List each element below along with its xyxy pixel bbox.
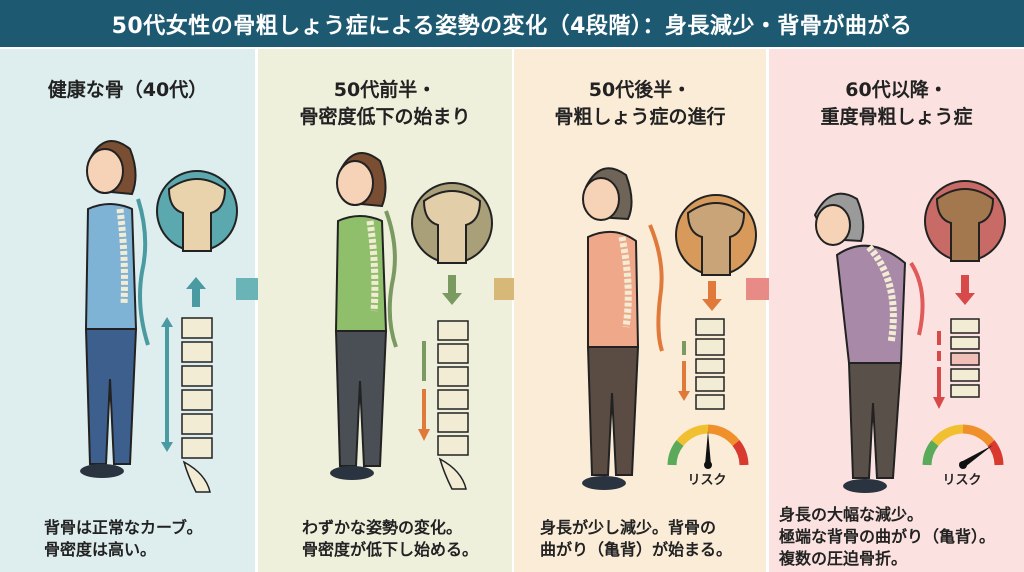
- risk-gauge-icon: [667, 424, 749, 469]
- arrow-down-icon: [702, 281, 722, 311]
- stage-description: 身長の大幅な減少。極端な背骨の曲がり（亀背）。複数の圧迫骨折。: [779, 505, 996, 568]
- bone-cross-section-icon: [156, 170, 238, 252]
- height-decrease-arrow-icon: [933, 331, 945, 409]
- spine-curve-icon: [909, 261, 925, 336]
- stage-title: 60代以降・重度骨粗しょう症: [820, 79, 973, 128]
- page-title: 50代女性の骨粗しょう症による姿勢の変化（4段階）：身長減少・背骨が曲がる: [0, 0, 1024, 47]
- bone-cross-section-icon: [411, 182, 493, 264]
- bone-cross-section-icon: [675, 194, 757, 276]
- arrow-down-icon: [955, 275, 975, 305]
- woman-figure-icon: [80, 140, 138, 478]
- bone-cross-section-icon: [924, 180, 1006, 262]
- woman-figure-icon: [582, 167, 640, 490]
- spine-curve-icon: [136, 198, 150, 346]
- spine-curve-icon: [384, 210, 398, 348]
- risk-gauge-icon: [922, 424, 1004, 469]
- height-decrease-arrow-icon: [418, 341, 430, 441]
- woman-figure-icon: [330, 152, 388, 480]
- stage-panel-1: 健康な骨（40代） 背骨は正常なカーブ。骨密度は高い。: [0, 49, 255, 572]
- spine-curve-icon: [648, 224, 664, 352]
- stage-panel-2: 50代前半・骨密度低下の始まり わずかな姿勢の変化。骨密度が低下し始める。: [258, 49, 512, 572]
- risk-label: リスク: [942, 473, 982, 488]
- woman-figure-icon: [813, 192, 907, 493]
- stage-title: 50代前半・骨密度低下の始まり: [299, 79, 471, 128]
- spine-vertebrae-icon: [695, 318, 725, 410]
- stage-panel-3: 50代後半・骨粗しょう症の進行 リスク 身長が少し減少。背骨の曲がり（亀背）が始…: [514, 49, 766, 572]
- height-decrease-arrow-icon: [678, 341, 690, 401]
- stage-description: 身長が少し減少。背骨の曲がり（亀背）が始まる。: [540, 518, 733, 559]
- height-arrow-icon: [161, 317, 173, 452]
- arrow-down-icon: [442, 275, 462, 305]
- arrow-up-icon: [186, 277, 206, 307]
- stage-panel-4: 60代以降・重度骨粗しょう症 リスク 身長の大幅な減少。極端な背骨の曲がり（亀背…: [769, 49, 1024, 572]
- spine-vertebrae-icon: [950, 318, 980, 398]
- spine-vertebrae-icon: [181, 317, 213, 493]
- stage-title: 健康な骨（40代）: [47, 79, 208, 101]
- stage-description: わずかな姿勢の変化。骨密度が低下し始める。: [302, 518, 479, 559]
- stage-title: 50代後半・骨粗しょう症の進行: [554, 79, 726, 128]
- spine-vertebrae-icon: [437, 320, 469, 490]
- risk-label: リスク: [687, 473, 727, 488]
- stage-description: 背骨は正常なカーブ。骨密度は高い。: [44, 518, 203, 559]
